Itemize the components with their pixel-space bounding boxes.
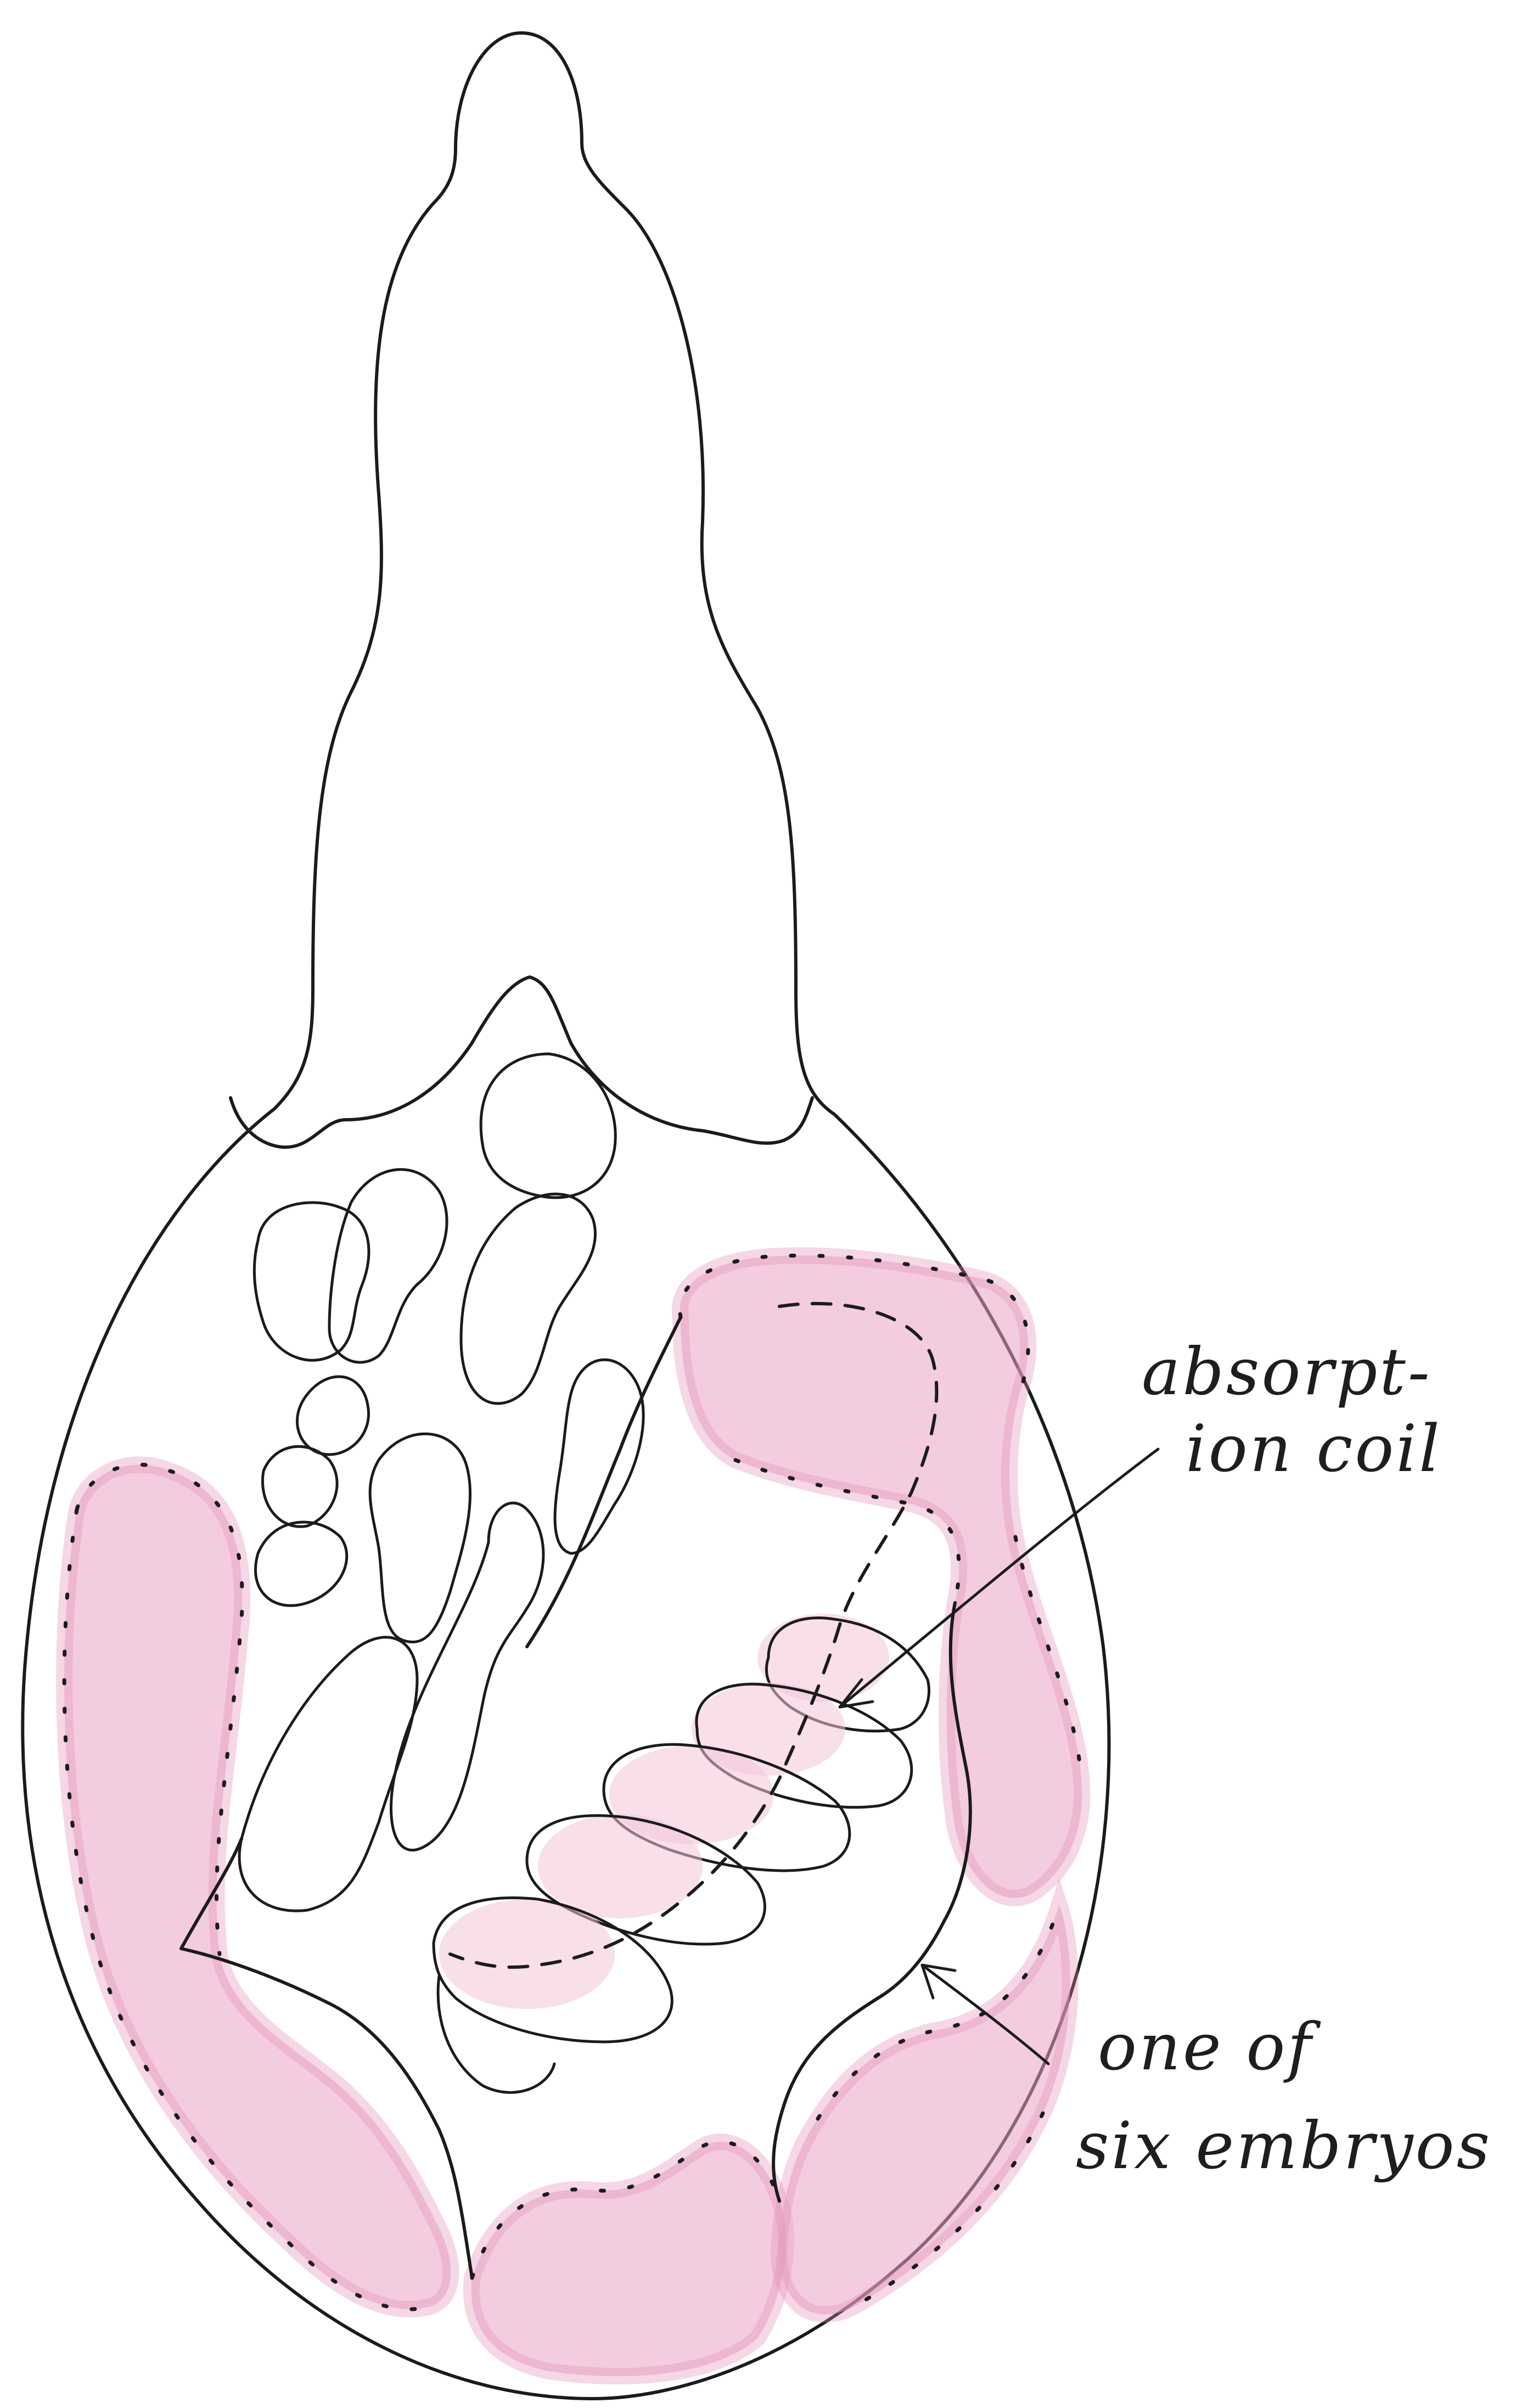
label-embryo: one of six embryos (1076, 2009, 1492, 2184)
label-absorption-coil-line2: ion coil (1186, 1411, 1442, 1486)
cavity-11 (391, 1503, 544, 1850)
label-absorption-coil: absorpt- ion coil (1142, 1334, 1442, 1486)
label-embryo-line1: one of (1098, 2009, 1321, 2085)
cavity-4 (461, 1194, 596, 1404)
cavity-2 (254, 1203, 369, 1360)
cavity-9 (555, 1360, 643, 1553)
label-embryo-line2: six embryos (1076, 2108, 1492, 2184)
embryo-bottom (471, 2142, 786, 2376)
cavity-10 (239, 1637, 417, 1911)
internal-chambers (239, 1054, 643, 1911)
cavity-8 (256, 1522, 347, 1606)
cavity-5 (297, 1377, 368, 1455)
cavity-7 (370, 1434, 470, 1642)
label-absorption-coil-line1: absorpt- (1142, 1334, 1432, 1410)
cavity-6 (262, 1446, 337, 1526)
embryo-left (64, 1464, 451, 2309)
cavity-3 (329, 1170, 447, 1362)
